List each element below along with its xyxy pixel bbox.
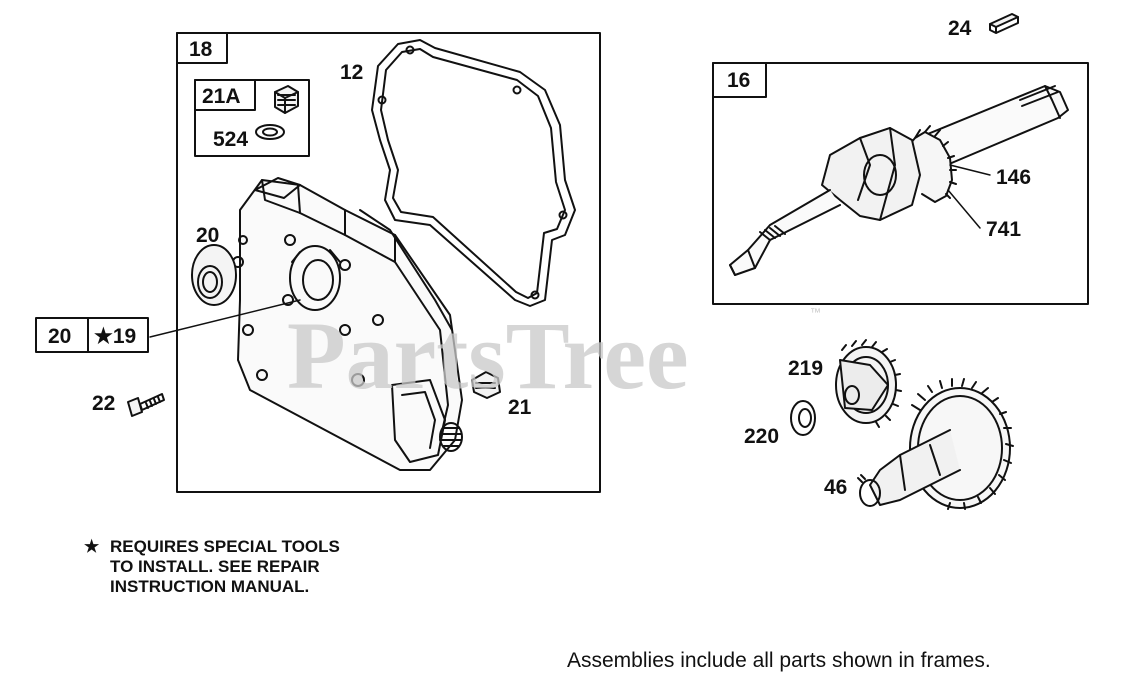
- note-line-3: INSTRUCTION MANUAL.: [110, 577, 310, 596]
- frame-21a-label-box: [194, 79, 256, 111]
- camshaft-46: [857, 378, 1014, 510]
- star-icon: ★: [84, 537, 100, 556]
- leader-20-19: [149, 299, 301, 338]
- note-line-2: TO INSTALL. SEE REPAIR: [110, 557, 320, 576]
- drain-plug-21a: [274, 85, 299, 114]
- frame-18-label-box: [176, 32, 228, 64]
- frame-21a-label: 21A: [202, 85, 241, 108]
- oil-seal-20: [191, 244, 237, 306]
- bolt-22: [127, 393, 165, 417]
- callout-741: 741: [986, 218, 1021, 241]
- callout-219: 219: [788, 357, 823, 380]
- callout-220: 220: [744, 425, 779, 448]
- frame-16-label: 16: [727, 69, 750, 92]
- callout-22: 22: [92, 392, 115, 415]
- washer-524: [255, 124, 285, 140]
- callout-12: 12: [340, 61, 363, 84]
- frame-16: [712, 62, 1089, 305]
- plug-21: [439, 371, 501, 452]
- governor-gear-219: [835, 339, 902, 428]
- key-24: [989, 13, 1019, 34]
- callout-24: 24: [948, 17, 972, 40]
- frame-16-label-box: [712, 62, 767, 98]
- frame-20-label: 20: [48, 325, 71, 348]
- washer-220: [790, 400, 816, 436]
- frame-18: [176, 32, 601, 493]
- crankshaft: [729, 85, 1069, 276]
- callout-46: 46: [824, 476, 847, 499]
- callout-146: 146: [996, 166, 1031, 189]
- frame-20-19: [35, 317, 149, 353]
- note-line-1: REQUIRES SPECIAL TOOLS: [110, 537, 340, 556]
- watermark-tm: ™: [810, 307, 821, 319]
- gasket-12: [371, 39, 576, 307]
- callout-20: 20: [196, 224, 219, 247]
- watermark: PartsTree: [287, 302, 689, 409]
- callout-21: 21: [508, 396, 532, 419]
- crankcase-cover-20: [232, 177, 463, 471]
- assemblies-footer: Assemblies include all parts shown in fr…: [567, 649, 991, 672]
- frame-21a-label-524: 524: [213, 128, 248, 151]
- frame-19-label: ★19: [94, 325, 136, 348]
- frame-18-label: 18: [189, 38, 213, 61]
